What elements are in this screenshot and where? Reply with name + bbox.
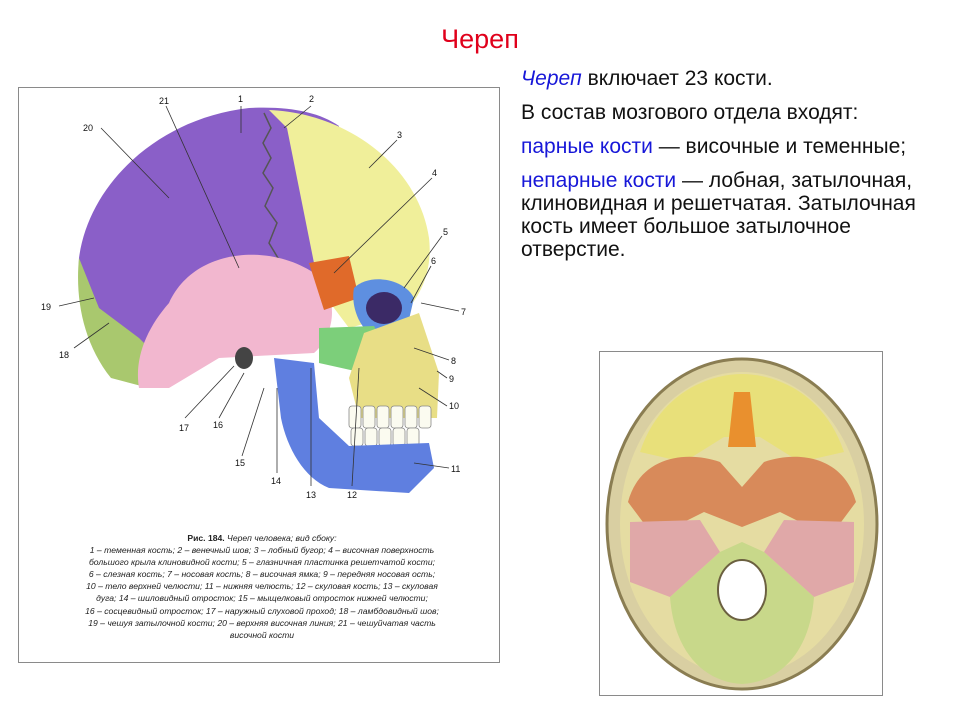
ethmoid-bone [728, 392, 756, 447]
caption-line: височной кости [229, 629, 295, 640]
coronal-suture [262, 112, 282, 284]
skull-base-figure [599, 351, 883, 696]
caption-line: 16 – сосцевидный отросток; 17 – наружный… [85, 605, 439, 616]
caption-line: 10 – тело верхней челюсти; 11 – нижняя ч… [86, 581, 438, 592]
label-12: 12 [347, 490, 357, 500]
paragraph-paired: парные кости — височные и теменные; [521, 135, 907, 158]
label-18: 18 [59, 350, 69, 360]
label-17: 17 [179, 423, 189, 433]
frontal-bone [269, 110, 430, 328]
caption-line: 6 – слезная кость; 7 – носовая кость; 8 … [88, 569, 436, 580]
caption-head: Рис. 184. Череп человека; вид сбоку: [187, 533, 337, 543]
sphenoid-bone [309, 256, 359, 310]
temporal-left [630, 520, 720, 597]
sphenoid-middle-fossa [628, 456, 856, 537]
label-5: 5 [443, 227, 448, 237]
label-9: 9 [449, 374, 454, 384]
label-1: 1 [238, 94, 243, 104]
label-15: 15 [235, 458, 245, 468]
foramen-magnum [717, 559, 767, 621]
label-19: 19 [41, 302, 51, 312]
description-text: Череп включает 23 кости. В состав мозгов… [521, 67, 941, 272]
leader-lines [58, 105, 460, 487]
paragraph-composition: В состав мозгового отдела входят: [521, 101, 859, 124]
caption-line: 19 – чешуя затылочной кости; 20 – верхня… [88, 617, 436, 628]
label-7: 7 [461, 307, 466, 317]
mandible [274, 358, 434, 493]
label-8: 8 [451, 356, 456, 366]
skull-lateral-figure: 1 2 3 4 5 6 7 8 9 10 11 12 13 14 15 16 1… [18, 87, 500, 663]
label-20: 20 [83, 123, 93, 133]
ear-canal [235, 347, 253, 369]
caption-line: дуга; 14 – шиловидный отросток; 15 – мыщ… [96, 593, 428, 604]
maxilla [349, 313, 439, 418]
temporal-right [764, 520, 854, 597]
label-16: 16 [213, 420, 223, 430]
label-2: 2 [309, 94, 314, 104]
temporal-bone [137, 254, 333, 388]
label-11: 11 [451, 464, 460, 474]
teeth [348, 405, 432, 447]
label-14: 14 [271, 476, 281, 486]
orbit-opening [366, 292, 402, 324]
figure-caption: Рис. 184. Череп человека; вид сбоку: 1 –… [47, 532, 477, 641]
label-13: 13 [306, 490, 316, 500]
label-21: 21 [159, 96, 169, 106]
caption-line: 1 – теменная кость; 2 – венечный шов; 3 … [89, 545, 435, 556]
paragraph-count: Череп включает 23 кости. [521, 67, 773, 90]
label-3: 3 [397, 130, 402, 140]
slide-title: Череп [441, 24, 519, 54]
caption-line: большого крыла клиновидной кости; 5 – гл… [88, 557, 436, 568]
label-10: 10 [449, 401, 459, 411]
label-6: 6 [431, 256, 436, 266]
label-4: 4 [432, 168, 437, 178]
paragraph-unpaired: непарные кости — лобная, затылочная, кли… [521, 169, 916, 261]
skull-base-drawing [605, 357, 879, 691]
skull-lateral-drawing: 1 2 3 4 5 6 7 8 9 10 11 12 13 14 15 16 1… [41, 94, 466, 500]
